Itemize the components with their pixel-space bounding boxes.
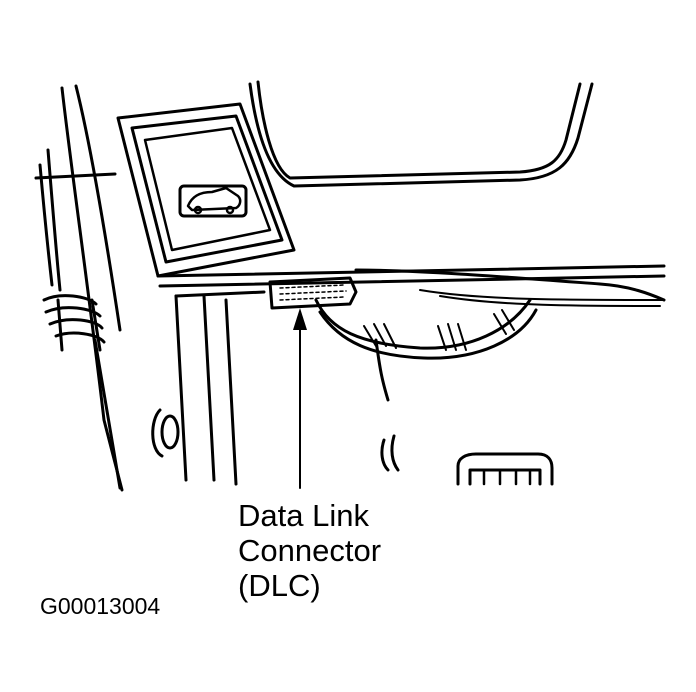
callout-line-2: Connector [238, 533, 382, 568]
data-link-connector [268, 276, 358, 310]
hood-release-bezel [116, 102, 296, 278]
hood-release-handle [178, 184, 248, 218]
center-panel-lines [174, 294, 390, 486]
hood-release-icon [186, 186, 242, 215]
wire-loom [314, 298, 538, 360]
wire-harness [42, 294, 106, 352]
lower-dash-panel [156, 264, 666, 307]
callout-line-1: Data Link [238, 498, 369, 533]
callout-line-3: (DLC) [238, 568, 321, 603]
leader-arrow [293, 308, 307, 489]
vent [456, 452, 554, 486]
figure-id: G00013004 [40, 593, 161, 619]
pedal-details [151, 408, 400, 472]
dlc-callout-label: Data Link Connector (DLC) [238, 498, 381, 603]
a-pillar [34, 84, 124, 492]
dash-top [248, 80, 594, 188]
